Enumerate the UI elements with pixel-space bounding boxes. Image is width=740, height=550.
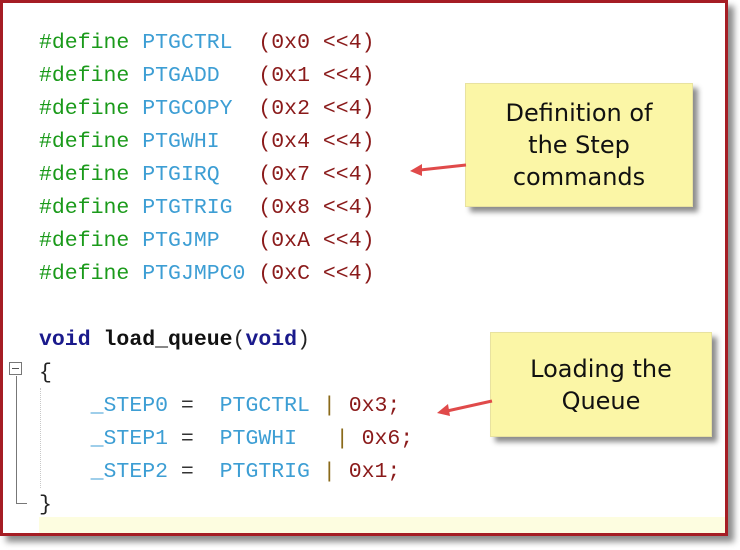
macro-name: PTGIRQ bbox=[142, 163, 220, 187]
pad bbox=[220, 130, 259, 154]
define-line: #define PTGTRIG (0x8 <<4) bbox=[39, 192, 375, 225]
close-brace-line: } bbox=[39, 489, 52, 522]
indent-guide bbox=[40, 388, 41, 488]
step-command: PTGCTRL bbox=[219, 394, 310, 418]
statement-line: _STEP2 = PTGTRIG | 0x1; bbox=[39, 456, 401, 489]
macro-name: PTGCOPY bbox=[142, 97, 233, 121]
current-line-highlight bbox=[39, 517, 725, 533]
pad bbox=[245, 262, 258, 286]
statement-line: _STEP1 = PTGWHI | 0x6; bbox=[39, 423, 414, 456]
assign-op: = bbox=[168, 394, 220, 418]
callout-text: commands bbox=[512, 163, 646, 191]
define-line: #define PTGADD (0x1 <<4) bbox=[39, 60, 375, 93]
or-op: | bbox=[309, 460, 349, 484]
callout-text: Queue bbox=[561, 386, 641, 415]
define-line: #define PTGWHI (0x4 <<4) bbox=[39, 126, 375, 159]
step-command: PTGTRIG bbox=[219, 460, 310, 484]
close-brace: } bbox=[39, 493, 52, 517]
step-register: _STEP1 bbox=[90, 427, 169, 451]
function-name: load_queue bbox=[103, 328, 233, 352]
open-brace-line: { bbox=[39, 357, 52, 390]
define-directive: #define bbox=[39, 163, 130, 187]
step-command: PTGWHI bbox=[219, 427, 323, 451]
assign-op: = bbox=[168, 427, 220, 451]
arrow-loading-icon bbox=[437, 399, 493, 416]
paren-open: ( bbox=[232, 328, 246, 352]
macro-name: PTGCTRL bbox=[142, 31, 233, 55]
callout-definitions: Definition of the Step commands bbox=[465, 83, 693, 207]
function-signature: void load_queue(void) bbox=[39, 324, 310, 357]
or-op: | bbox=[322, 427, 362, 451]
macro-name: PTGTRIG bbox=[142, 196, 233, 220]
define-line: #define PTGJMP (0xA <<4) bbox=[39, 225, 375, 258]
code-screenshot-frame: #define PTGCTRL (0x0 <<4) #define PTGADD… bbox=[0, 0, 728, 536]
define-directive: #define bbox=[39, 130, 130, 154]
statement-line: _STEP0 = PTGCTRL | 0x3; bbox=[39, 390, 401, 423]
macro-value: (0x1 <<4) bbox=[258, 64, 375, 88]
macro-value: (0x0 <<4) bbox=[258, 31, 375, 55]
define-directive: #define bbox=[39, 262, 130, 286]
fold-guide-line bbox=[16, 376, 17, 504]
callout-text: the Step bbox=[528, 131, 630, 159]
callout-text: Loading the bbox=[530, 354, 672, 383]
macro-value: (0x2 <<4) bbox=[258, 97, 375, 121]
or-op: | bbox=[309, 394, 349, 418]
code-editor: #define PTGCTRL (0x0 <<4) #define PTGADD… bbox=[39, 3, 413, 533]
param-type: void bbox=[245, 328, 298, 352]
pad bbox=[233, 196, 259, 220]
step-arg: 0x6; bbox=[361, 427, 414, 451]
pad bbox=[233, 31, 259, 55]
define-directive: #define bbox=[39, 229, 130, 253]
macro-value: (0x7 <<4) bbox=[258, 163, 375, 187]
step-register: _STEP0 bbox=[90, 394, 169, 418]
define-directive: #define bbox=[39, 97, 130, 121]
macro-value: (0xC <<4) bbox=[258, 262, 375, 286]
callout-text: Definition of bbox=[505, 99, 653, 127]
define-directive: #define bbox=[39, 196, 130, 220]
macro-value: (0x8 <<4) bbox=[258, 196, 375, 220]
define-line: #define PTGCOPY (0x2 <<4) bbox=[39, 93, 375, 126]
pad bbox=[220, 163, 259, 187]
callout-loading-queue: Loading the Queue bbox=[490, 332, 712, 437]
pad bbox=[220, 64, 259, 88]
define-line: #define PTGIRQ (0x7 <<4) bbox=[39, 159, 375, 192]
macro-name: PTGADD bbox=[142, 64, 220, 88]
step-arg: 0x3; bbox=[348, 394, 401, 418]
paren-close: ) bbox=[297, 328, 310, 352]
pad bbox=[233, 97, 259, 121]
collapse-toggle-icon[interactable] bbox=[9, 362, 22, 375]
macro-name: PTGJMPC0 bbox=[142, 262, 246, 286]
define-directive: #define bbox=[39, 64, 130, 88]
pad bbox=[220, 229, 259, 253]
macro-value: (0x4 <<4) bbox=[258, 130, 375, 154]
return-type: void bbox=[39, 328, 91, 352]
fold-guide-end bbox=[16, 503, 27, 504]
macro-name: PTGWHI bbox=[142, 130, 220, 154]
assign-op: = bbox=[168, 460, 220, 484]
macro-name: PTGJMP bbox=[142, 229, 220, 253]
step-arg: 0x1; bbox=[348, 460, 401, 484]
define-directive: #define bbox=[39, 31, 130, 55]
step-register: _STEP2 bbox=[90, 460, 169, 484]
define-line: #define PTGCTRL (0x0 <<4) bbox=[39, 27, 375, 60]
open-brace: { bbox=[39, 361, 52, 385]
arrow-definitions-icon bbox=[410, 163, 467, 176]
define-line: #define PTGJMPC0 (0xC <<4) bbox=[39, 258, 374, 291]
macro-value: (0xA <<4) bbox=[258, 229, 375, 253]
